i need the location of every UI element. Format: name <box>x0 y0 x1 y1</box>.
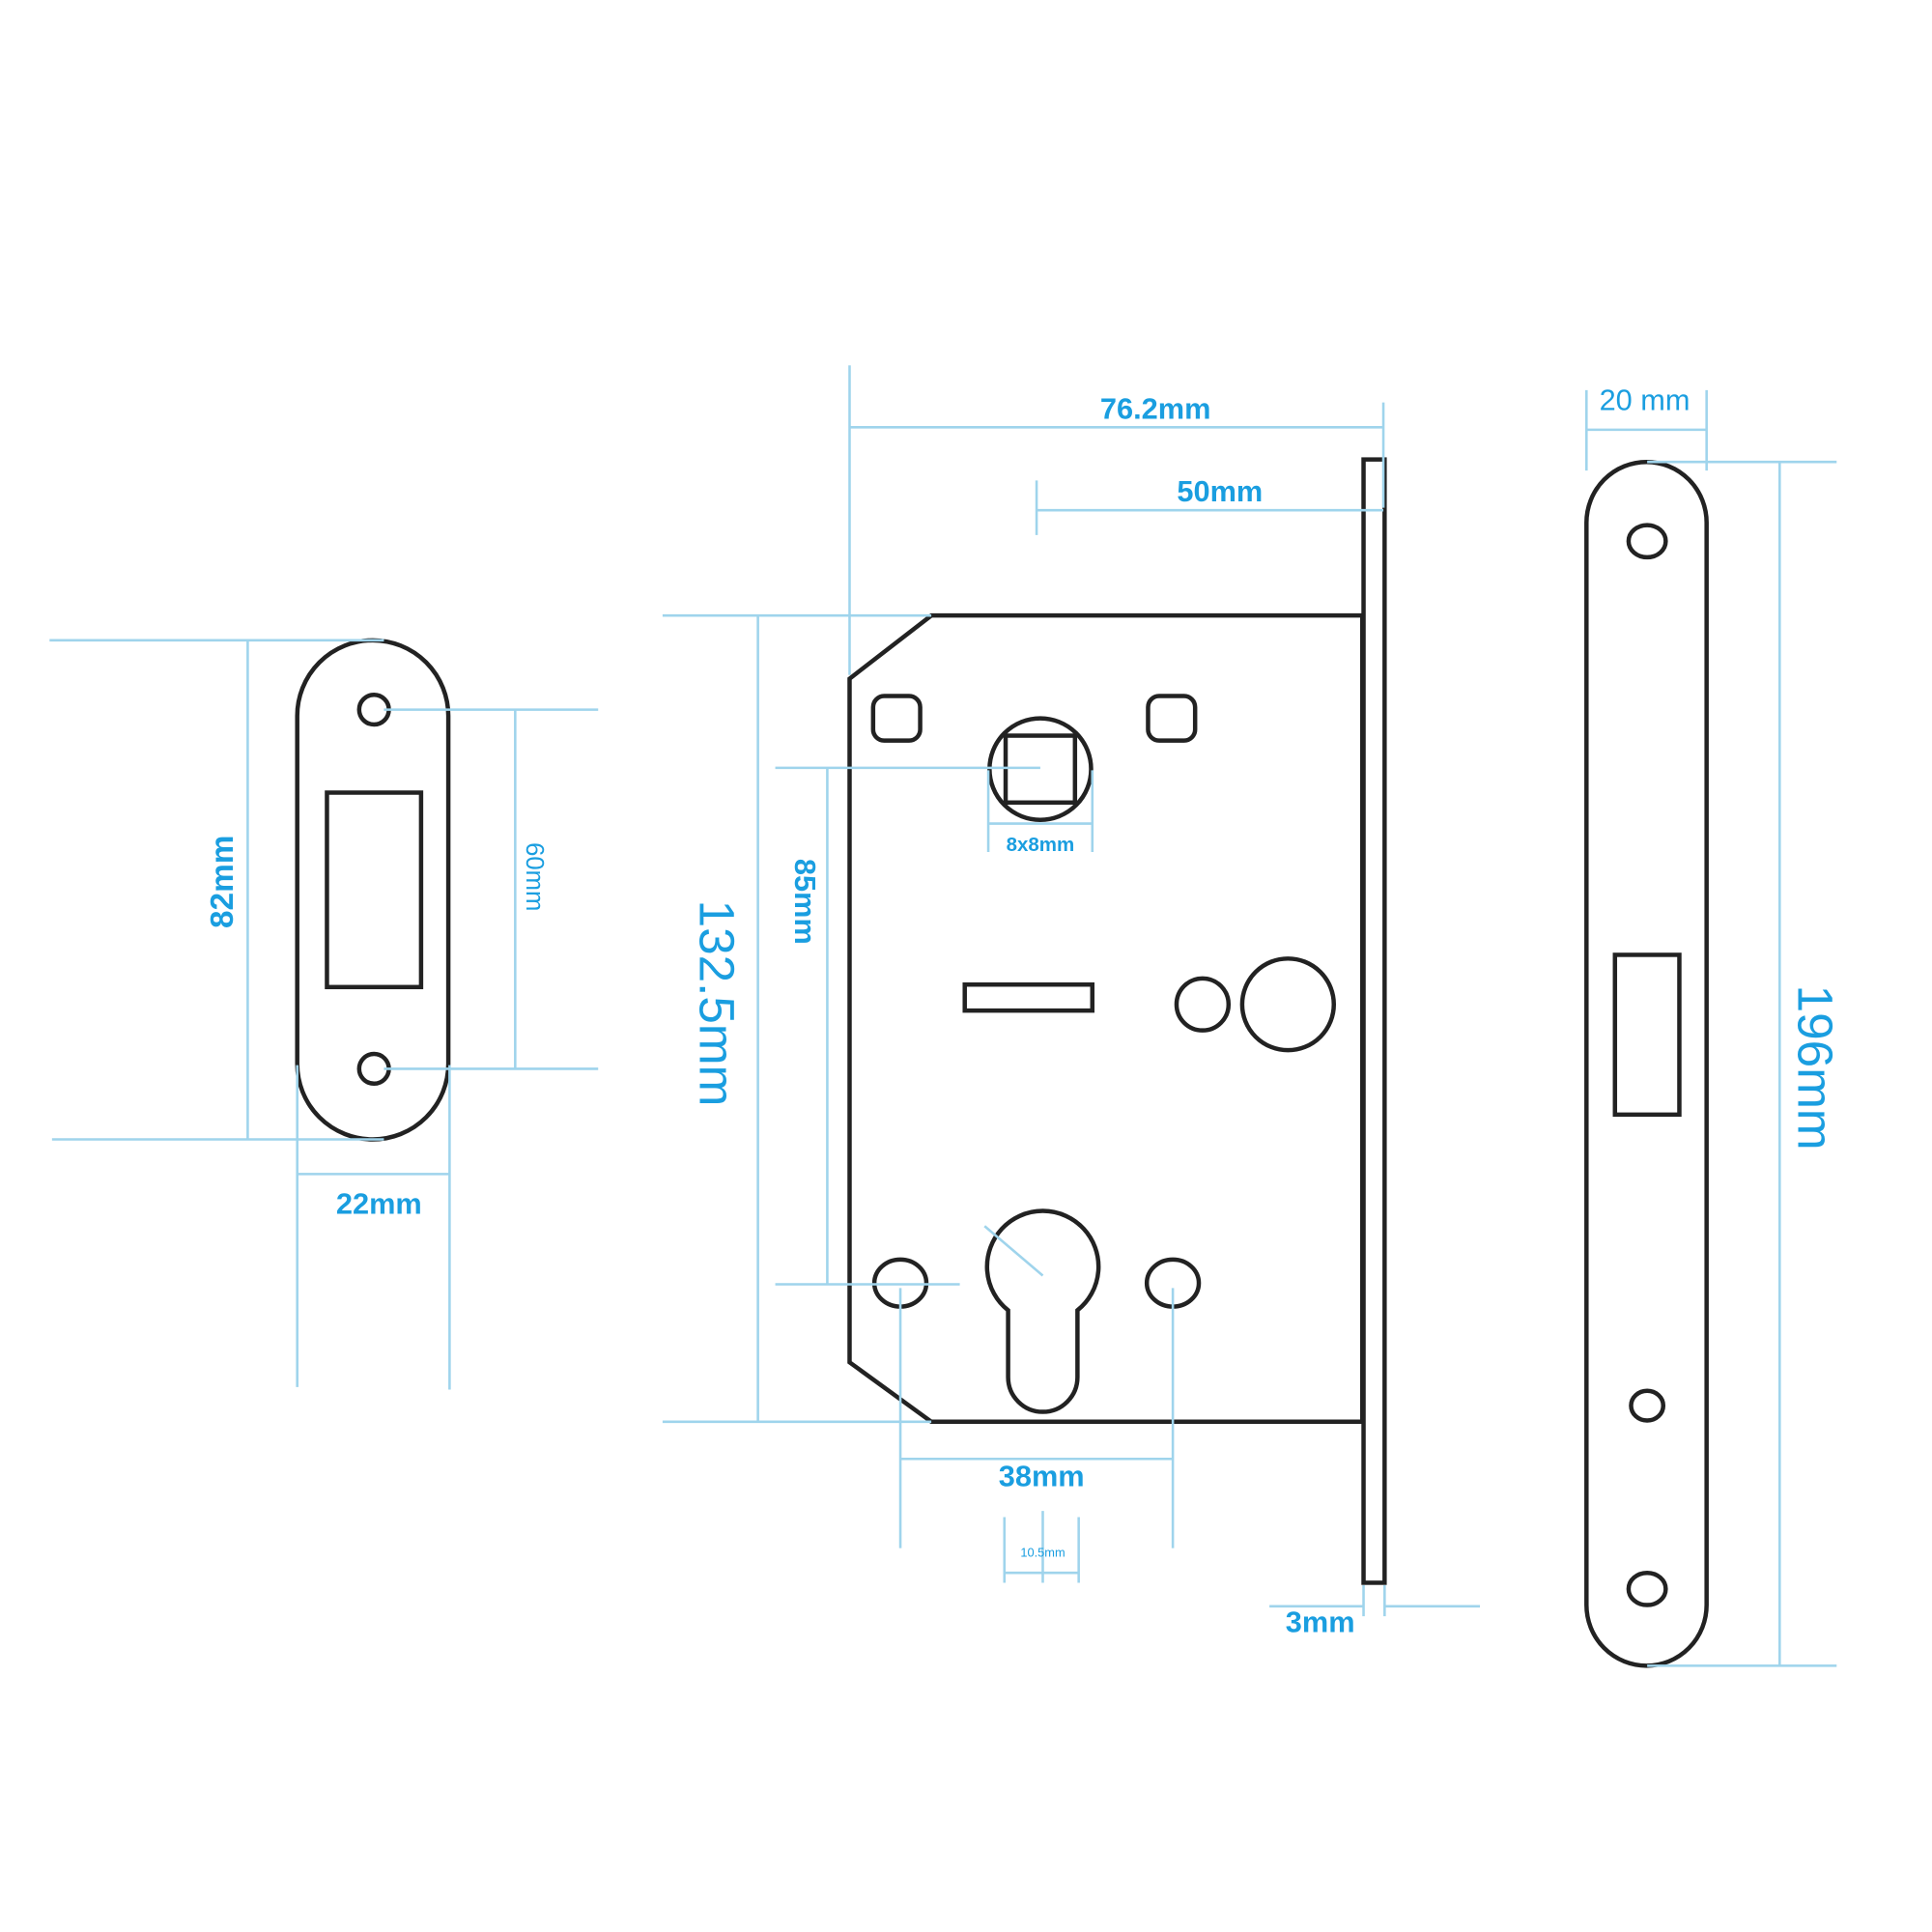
large-round-hole <box>1239 956 1337 1053</box>
faceplate-hole-middle <box>1629 1388 1666 1423</box>
lock-body <box>847 457 1387 1585</box>
lock-faceplate-side <box>1361 457 1387 1585</box>
hole-spacing-label: 38mm <box>999 1459 1085 1492</box>
faceplate-dimensions: 20 mm 196mm <box>1585 383 1843 1667</box>
faceplate-thickness-label: 3mm <box>1286 1605 1355 1639</box>
overall-width-label: 76.2mm <box>1100 391 1211 425</box>
faceplate-height-label: 196mm <box>1788 985 1843 1151</box>
backset-label: 50mm <box>1177 474 1263 508</box>
faceplate-width-label: 20 mm <box>1600 383 1690 416</box>
mounting-hole-top-left <box>870 694 923 743</box>
euro-cylinder-cutout <box>984 1208 1101 1414</box>
strike-hole-spacing-label: 60mm <box>521 842 548 911</box>
strike-plate-outline <box>295 638 451 1142</box>
strike-dimensions: 82mm 60mm 22mm <box>49 639 599 1390</box>
faceplate <box>1584 459 1709 1668</box>
lock-case-outline <box>847 612 1365 1425</box>
cylinder-width-label: 10.5mm <box>1020 1546 1065 1560</box>
lock-dimensions: 76.2mm 50mm 132.5mm 85mm 8x8mm 38mm 10.5… <box>662 365 1481 1639</box>
faceplate-outline <box>1584 459 1709 1668</box>
strike-plate <box>295 638 451 1142</box>
strike-width-label: 22mm <box>336 1186 422 1220</box>
faceplate-screw-hole-bottom <box>1626 1570 1668 1607</box>
small-round-hole <box>1174 976 1232 1033</box>
centre-distance-label: 85mm <box>788 859 822 945</box>
lock-height-label: 132.5mm <box>689 900 744 1107</box>
spindle-size-label: 8x8mm <box>1007 834 1075 856</box>
faceplate-latch-opening <box>1612 952 1682 1118</box>
strike-height-label: 82mm <box>205 836 241 928</box>
lock-slot <box>962 981 1095 1013</box>
strike-latch-opening <box>325 790 424 990</box>
faceplate-screw-hole-top <box>1626 523 1668 560</box>
mounting-hole-top-right <box>1146 694 1198 743</box>
